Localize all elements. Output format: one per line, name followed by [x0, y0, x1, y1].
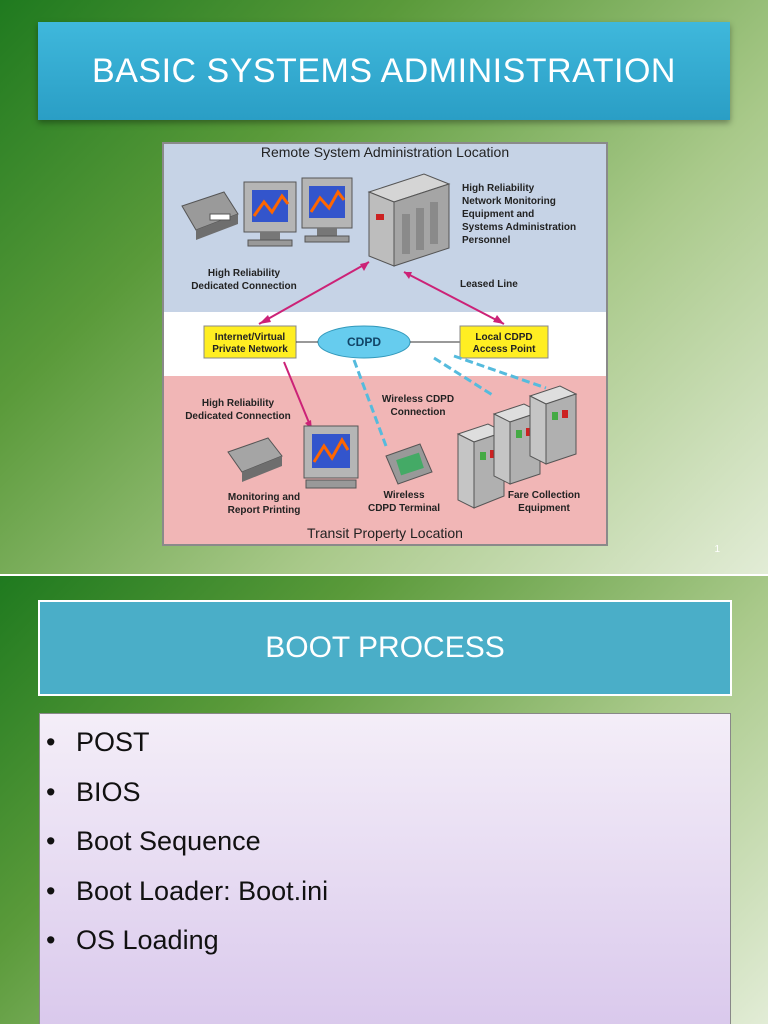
workstation-icon: [243, 181, 297, 247]
slide-2-title: BOOT PROCESS: [38, 600, 732, 696]
bullet-text: BIOS: [76, 776, 141, 807]
server-icon: [367, 173, 451, 267]
diagram-top-heading: Remote System Administration Location: [261, 144, 509, 160]
slide-separator: [0, 574, 768, 576]
list-item: • BIOS: [46, 770, 730, 820]
fare-collection-icon: [456, 385, 578, 509]
bullet-text: Boot Loader: Boot.ini: [76, 875, 329, 906]
bullet-marker: •: [46, 826, 56, 856]
list-item: • POST: [46, 720, 730, 770]
wireless-terminal-icon: [385, 443, 433, 485]
list-item: • Boot Sequence: [46, 819, 730, 869]
bullet-text: POST: [76, 727, 150, 757]
bullet-list-panel: • POST • BIOS • Boot Sequence • Boot Loader:…: [39, 713, 731, 1024]
bullet-text: OS Loading: [76, 925, 219, 955]
workstation-icon: [301, 177, 353, 243]
slide-1-title: BASIC SYSTEMS ADMINISTRATION: [38, 22, 730, 120]
workstation-icon: [303, 425, 359, 489]
bullet-text: Boot Sequence: [76, 826, 261, 856]
svg-text:Leased Line: Leased Line: [460, 279, 518, 290]
bullet-marker: •: [46, 727, 56, 757]
list-item: • Boot Loader: Boot.ini: [46, 869, 730, 919]
slide-number: 1: [714, 544, 720, 555]
slide-1-title-text: BASIC SYSTEMS ADMINISTRATION: [92, 51, 676, 90]
bullet-marker: •: [46, 875, 56, 906]
bullet-list: • POST • BIOS • Boot Sequence • Boot Loader:…: [40, 714, 730, 968]
diagram-bottom-heading: Transit Property Location: [307, 525, 463, 541]
network-diagram: Remote System Administration Location: [162, 142, 608, 546]
printer-icon: [181, 191, 239, 240]
list-item: • OS Loading: [46, 918, 730, 968]
slide-2-title-text: BOOT PROCESS: [265, 631, 505, 664]
slide-2: BOOT PROCESS • POST • BIOS • Boot Sequence …: [0, 576, 768, 1024]
bullet-marker: •: [46, 925, 56, 955]
slide-1: BASIC SYSTEMS ADMINISTRATION Remote Syst…: [0, 0, 768, 574]
svg-text:CDPD: CDPD: [347, 335, 381, 349]
printer-icon: [227, 437, 283, 482]
bullet-marker: •: [46, 776, 56, 807]
